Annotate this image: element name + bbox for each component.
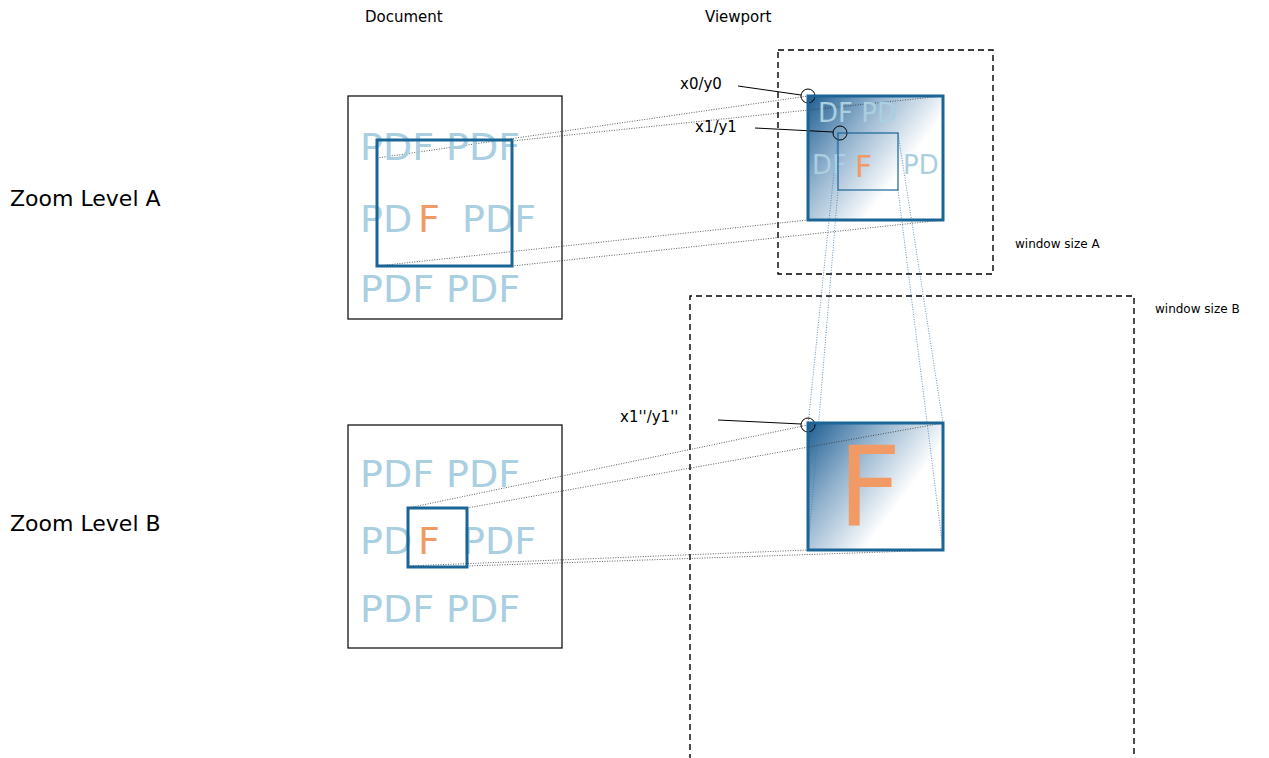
row-heading: Zoom Level A (10, 188, 161, 210)
document-page (348, 425, 562, 648)
watermark-text: PDF PDF (360, 270, 520, 308)
viewport-frame (808, 423, 943, 550)
watermark-text: PDF PDF (360, 128, 520, 166)
watermark-text: PDF PDF (360, 455, 520, 493)
row-heading: Zoom Level B (10, 513, 161, 535)
point-label: x1/y1 (695, 120, 737, 135)
viewport-frame (808, 96, 943, 220)
watermark-text: PDF (462, 522, 536, 560)
projection-lines (377, 96, 943, 566)
document-page (348, 96, 562, 319)
watermark-text: PDF (462, 200, 536, 238)
point-label: x1''/y1'' (620, 410, 678, 425)
column-heading: Viewport (705, 10, 771, 25)
viewport-image (808, 96, 943, 220)
window-label: window size A (1015, 238, 1100, 250)
watermark-text: PDF PDF (360, 590, 520, 628)
viewport-text: F (855, 152, 872, 182)
viewport-text: PD (903, 152, 939, 178)
viewport-image (808, 423, 943, 550)
zoom-projection-lines (808, 133, 943, 550)
window-outline (690, 296, 1134, 758)
window-label: window size B (1155, 303, 1240, 315)
window-outline (778, 50, 993, 274)
point-label: x0/y0 (680, 77, 722, 92)
watermark-text: PD (360, 200, 412, 238)
viewport-text: DF (812, 152, 847, 178)
visible-area-frame (408, 508, 467, 567)
column-heading: Document (365, 10, 443, 25)
zoom-area-frame (838, 133, 898, 190)
leader-lines (718, 86, 847, 432)
viewport-text: DF PD (818, 100, 897, 126)
watermark-text: F (418, 200, 440, 238)
watermark-text: F (418, 522, 440, 560)
viewport-text: F (838, 433, 901, 543)
watermark-text: PD (360, 522, 412, 560)
